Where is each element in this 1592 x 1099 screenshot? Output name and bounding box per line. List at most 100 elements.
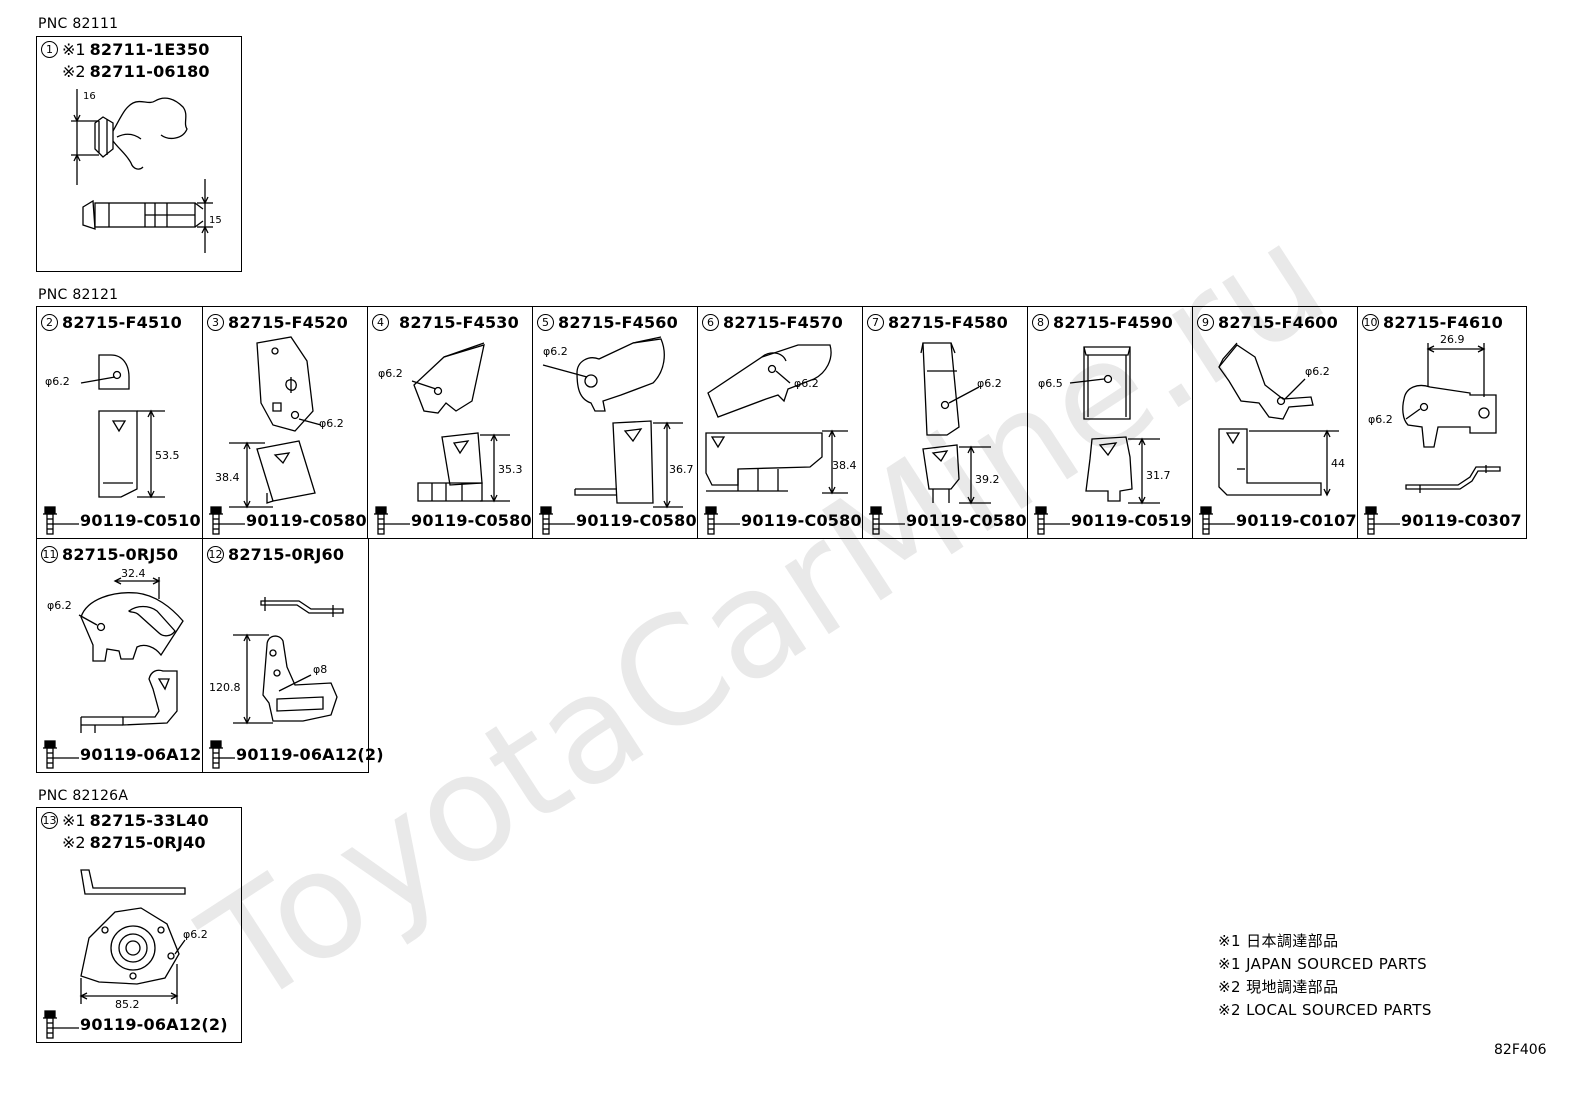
dimension-label: φ6.2 bbox=[543, 345, 568, 358]
part-header-9: 9 82715-F4600 bbox=[1197, 313, 1338, 332]
part-cell-8: 8 82715-F4590 φ6.5 31.7 bbox=[1027, 307, 1192, 538]
part-cell-7: 7 82715-F4580 φ6.2 39.2 bbox=[862, 307, 1027, 538]
dimension-label: φ6.5 bbox=[1038, 377, 1063, 390]
source-legend: ※1 日本調達部品 ※1 JAPAN SOURCED PARTS ※2 現地調達… bbox=[1218, 930, 1432, 1022]
dimension-label: 85.2 bbox=[115, 998, 140, 1011]
part-header-2: 2 82715-F4510 bbox=[41, 313, 182, 332]
dimension-label: 53.5 bbox=[155, 449, 180, 462]
part-cell-6: 6 82715-F4570 φ6.2 38.4 bbox=[697, 307, 862, 538]
callout-number: 12 bbox=[207, 546, 224, 563]
part-number: 82715-F4570 bbox=[723, 313, 843, 332]
dimension-label: φ8 bbox=[313, 663, 327, 676]
part-cell-4: 4 82715-F4530 φ6.2 35.3 bbox=[367, 307, 532, 538]
bracket-drawing: φ6.2 38.4 bbox=[705, 344, 857, 495]
bolt-icon bbox=[1034, 506, 1070, 535]
bolt-part-number: 90119-C0307 bbox=[1401, 510, 1522, 530]
part-cell-10: 10 82715-F4610 26.9 φ6.2 bbox=[1357, 307, 1525, 538]
callout-number: 11 bbox=[41, 546, 58, 563]
legend-line: ※2 現地調達部品 bbox=[1218, 978, 1339, 996]
part-number: 82711-06180 bbox=[89, 62, 210, 81]
callout-number: 1 bbox=[41, 41, 58, 58]
part-number: 82715-F4510 bbox=[62, 313, 182, 332]
dimension-label: φ6.2 bbox=[977, 377, 1002, 390]
dimension-label: φ6.2 bbox=[794, 377, 819, 390]
pnc-label-82121: PNC 82121 bbox=[38, 287, 119, 303]
dimension-label: 16 bbox=[83, 91, 96, 102]
part-number: 82715-F4600 bbox=[1218, 313, 1338, 332]
bracket-drawing: φ6.5 31.7 bbox=[1038, 346, 1171, 505]
bolt-icon bbox=[869, 506, 905, 535]
bracket-drawing: φ6.2 53.5 bbox=[45, 354, 180, 499]
dimension-label: 38.4 bbox=[215, 471, 240, 484]
bolt-callout: 90119-C0580 bbox=[205, 505, 367, 535]
source-mark: ※2 bbox=[62, 833, 86, 852]
bracket-drawing: 32.4 φ6.2 bbox=[47, 567, 184, 733]
bolt-part-number: 90119-06A12(2) bbox=[80, 1014, 228, 1034]
figure-reference: 82F406 bbox=[1494, 1042, 1547, 1058]
dimension-label: 39.2 bbox=[975, 473, 1000, 486]
bolt-callout: 90119-C0580 bbox=[535, 505, 697, 535]
part-number: 82715-0RJ60 bbox=[228, 545, 345, 564]
bolt-icon bbox=[43, 1010, 79, 1039]
bolt-callout: 90119-C0519 bbox=[1030, 505, 1192, 535]
bolt-callout: 90119-C0580 bbox=[865, 505, 1027, 535]
part-number: 82715-0RJ40 bbox=[89, 833, 206, 852]
bolt-callout: 90119-C0307 bbox=[1360, 505, 1522, 535]
part-header-7: 7 82715-F4580 bbox=[867, 313, 1008, 332]
dimension-label: φ6.2 bbox=[183, 928, 208, 941]
bolt-part-number: 90119-C0519 bbox=[1071, 510, 1192, 530]
bolt-callout: 90119-C0580 bbox=[370, 505, 532, 535]
callout-number: 8 bbox=[1032, 314, 1049, 331]
bolt-callout: 90119-C0580 bbox=[700, 505, 862, 535]
dimension-label: φ6.2 bbox=[1305, 365, 1330, 378]
bolt-part-number: 90119-06A12 bbox=[80, 744, 202, 764]
part-header-12: 12 82715-0RJ60 bbox=[207, 545, 344, 564]
pnc-label-82111: PNC 82111 bbox=[38, 16, 119, 32]
part-number: 82715-F4530 bbox=[399, 313, 519, 332]
clip-drawing: 16 15 bbox=[71, 89, 222, 253]
callout-number: 7 bbox=[867, 314, 884, 331]
part-cell-9: 9 82715-F4600 φ6.2 44 bbox=[1192, 307, 1357, 538]
bolt-icon bbox=[43, 506, 79, 535]
bracket-drawing: φ6.2 35.3 bbox=[378, 342, 523, 503]
part-number: 82715-F4590 bbox=[1053, 313, 1173, 332]
bolt-part-number: 90119-C0580 bbox=[246, 510, 367, 530]
dimension-label: 32.4 bbox=[121, 567, 146, 580]
bolt-part-number: 90119-06A12(2) bbox=[236, 744, 384, 764]
dimension-label: 31.7 bbox=[1146, 469, 1171, 482]
callout-number: 2 bbox=[41, 314, 58, 331]
bolt-callout: 90119-C0510 bbox=[39, 505, 201, 535]
part-header-5: 5 82715-F4560 bbox=[537, 313, 678, 332]
dimension-label: 15 bbox=[209, 215, 222, 226]
bracket-drawing: φ8 120.8 bbox=[209, 597, 344, 725]
pnc-label-82126A: PNC 82126A bbox=[38, 788, 129, 804]
parts-row-1: 2 82715-F4510 φ6.2 53.5 bbox=[36, 306, 1527, 539]
part-number: 82715-0RJ50 bbox=[62, 545, 179, 564]
bracket-drawing: φ6.2 39.2 bbox=[920, 342, 1002, 505]
callout-number: 4 bbox=[372, 314, 389, 331]
bolt-part-number: 90119-C0580 bbox=[411, 510, 532, 530]
dimension-label: 44 bbox=[1331, 457, 1345, 470]
part-header-4: 4 82715-F4530 bbox=[372, 313, 519, 332]
dimension-label: 26.9 bbox=[1440, 333, 1465, 346]
bracket-drawing: φ6.2 44 bbox=[1218, 342, 1345, 497]
part-cell-5: 5 82715-F4560 φ6.2 36.7 bbox=[532, 307, 697, 538]
part-number: 82715-33L40 bbox=[89, 811, 209, 830]
bracket-drawing: 26.9 φ6.2 bbox=[1368, 333, 1501, 493]
callout-number: 13 bbox=[41, 812, 58, 829]
part-number: 82711-1E350 bbox=[89, 40, 210, 59]
part-number: 82715-F4560 bbox=[558, 313, 678, 332]
dimension-label: φ6.2 bbox=[47, 599, 72, 612]
bracket-drawing: φ6.2 36.7 bbox=[542, 336, 694, 509]
bolt-icon bbox=[209, 740, 235, 769]
bolt-icon bbox=[1199, 506, 1235, 535]
dimension-label: φ6.2 bbox=[378, 367, 403, 380]
source-mark: ※1 bbox=[62, 40, 86, 59]
bolt-part-number: 90119-C0510 bbox=[80, 510, 201, 530]
bolt-icon bbox=[1364, 506, 1400, 535]
legend-line: ※2 LOCAL SOURCED PARTS bbox=[1218, 1001, 1432, 1019]
callout-number: 10 bbox=[1362, 314, 1379, 331]
dimension-label: 35.3 bbox=[498, 463, 523, 476]
bracket-drawing: φ6.2 85.2 bbox=[79, 869, 208, 1011]
part-cell-2: 2 82715-F4510 φ6.2 53.5 bbox=[37, 307, 202, 538]
